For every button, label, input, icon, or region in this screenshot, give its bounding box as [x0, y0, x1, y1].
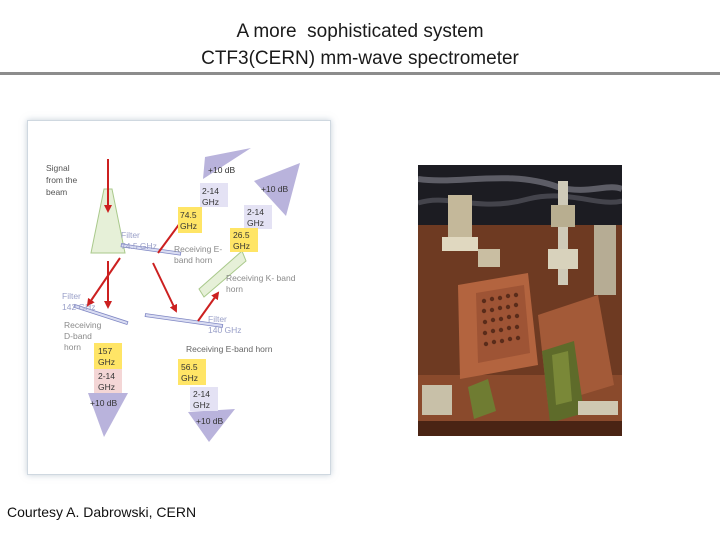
amplifier-top-label: +10 dB	[208, 165, 236, 175]
title-line-1: A more sophisticated system	[236, 21, 484, 42]
filter-142	[73, 303, 129, 326]
eband-top-label: Receiving E- band horn	[174, 244, 225, 265]
amplifier-bottom-right	[188, 409, 235, 442]
kband-label: Receiving K- band horn	[226, 273, 298, 294]
amplifier-top	[203, 148, 251, 179]
filter-74-5-label: Filter 74.5 GHz	[121, 230, 157, 251]
signal-label: Signal from the beam	[46, 163, 80, 197]
title-divider	[0, 72, 720, 75]
title-line-2: CTF3(CERN) mm-wave spectrometer	[201, 48, 519, 69]
amplifier-right	[254, 163, 300, 216]
box-157-text: 157 GHz	[98, 346, 115, 367]
photo-svg	[418, 165, 622, 436]
box-74-5	[178, 207, 202, 233]
filter-140	[144, 313, 224, 328]
box-26-5-text: 26.5 GHz	[233, 230, 252, 251]
arrow-to-eband-bottom	[197, 291, 220, 322]
amplifier-right-label: +10 dB	[261, 184, 289, 194]
box-2-14-b	[244, 205, 272, 229]
arrow-to-filter140	[152, 262, 178, 313]
slide-title: A more sophisticated system CTF3(CERN) m…	[0, 18, 720, 72]
box-74-5-text: 74.5 GHz	[180, 210, 199, 231]
dband-label: Receiving D-band horn	[64, 320, 104, 352]
kband-horn	[198, 250, 247, 298]
box-2-14-a	[200, 183, 228, 207]
box-2-14-c	[94, 369, 122, 393]
caption: Courtesy A. Dabrowski, CERN	[7, 504, 197, 520]
arrow-reflect-down	[86, 257, 121, 307]
box-2-14-c-text: 2-14 GHz	[98, 371, 117, 392]
amplifier-bottom-left-label: +10 dB	[90, 398, 118, 408]
spectrometer-photo	[418, 165, 622, 436]
amplifier-bottom-left	[88, 393, 128, 437]
eband-bottom-label: Receiving E-band horn	[186, 344, 273, 354]
filter-142-label: Filter 142 GHz	[62, 291, 96, 312]
spectrometer-diagram: Signal from the beam Filter 74.5 GHz Rec…	[27, 120, 331, 475]
box-2-14-b-text: 2-14 GHz	[247, 207, 266, 228]
amplifier-bottom-right-label: +10 dB	[196, 416, 224, 426]
box-26-5	[230, 228, 258, 252]
eband-horn-top	[90, 188, 126, 254]
diagram-svg: Signal from the beam Filter 74.5 GHz Rec…	[46, 148, 300, 442]
box-2-14-d	[190, 387, 218, 411]
box-2-14-d-text: 2-14 GHz	[193, 389, 212, 410]
filter-74-5	[120, 243, 182, 256]
box-56-5-text: 56.5 GHz	[181, 362, 200, 383]
box-56-5	[178, 359, 206, 385]
box-157	[94, 343, 122, 369]
filter-140-label: Filter 140 GHz	[208, 314, 242, 335]
box-2-14-a-text: 2-14 GHz	[202, 186, 221, 207]
